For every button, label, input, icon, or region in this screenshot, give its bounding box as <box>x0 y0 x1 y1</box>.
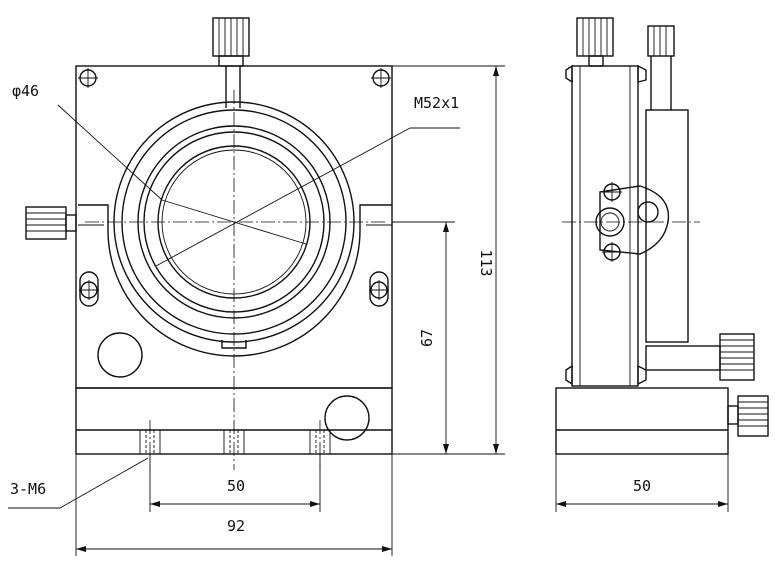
dim-height-center: 67 <box>392 221 455 454</box>
width-total-value: 92 <box>227 517 245 535</box>
side-hinge <box>562 182 700 262</box>
side-base-knob <box>727 395 769 437</box>
side-base <box>555 387 729 455</box>
thread-label: M52x1 <box>414 94 459 112</box>
dim-hole-spacing: 50 <box>149 454 321 512</box>
corner-screw-left <box>78 68 98 88</box>
dim-side-width: 50 <box>555 454 729 512</box>
side-width-value: 50 <box>633 477 651 495</box>
counterbore-right <box>324 395 370 441</box>
side-lower-knob <box>645 333 755 381</box>
dim-width-total: 92 <box>75 454 393 556</box>
top-adjuster-knob <box>212 17 250 108</box>
counterbore-left <box>97 332 143 378</box>
corner-screw-right <box>371 68 391 88</box>
mount-holes-label: 3-M6 <box>10 480 46 498</box>
bore-diameter-label: φ46 <box>12 82 39 100</box>
side-top-knob <box>576 17 614 67</box>
height-center-value: 67 <box>418 329 436 347</box>
dim-height-total: 113 <box>392 65 505 455</box>
slot-screw-left <box>79 271 99 307</box>
side-rear-knob <box>647 25 675 110</box>
side-front-plate <box>571 65 639 387</box>
base-thread-holes <box>139 430 331 454</box>
left-adjuster-knob <box>25 206 77 240</box>
hole-spacing-value: 50 <box>227 477 245 495</box>
side-rear-housing <box>645 109 689 343</box>
front-view <box>8 17 460 509</box>
slot-screw-right <box>369 271 389 307</box>
side-view <box>555 17 769 455</box>
height-total-value: 113 <box>477 249 495 276</box>
